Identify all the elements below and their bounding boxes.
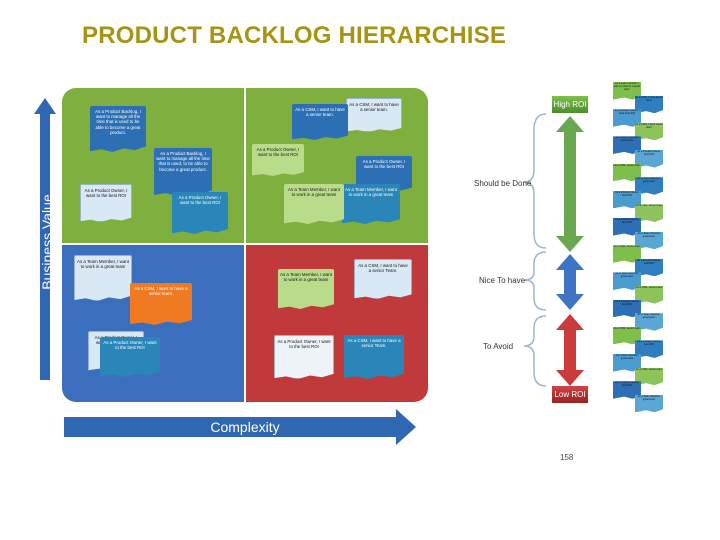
page-title: PRODUCT BACKLOG HIERARCHISE [82, 22, 507, 49]
strip-story-card: As a Team Member, great team [613, 354, 641, 372]
quadrant-top-left: As a Product Backlog, I want to manage a… [62, 88, 244, 243]
high-roi-label: High ROI [552, 96, 588, 113]
backlog-quadrant-grid: As a Product Backlog, I want to manage a… [62, 88, 428, 402]
strip-story-card: As a Product Owner, I want best ROI [613, 109, 641, 127]
nice-to-have-label: Nice To have [479, 276, 526, 285]
strip-story-card: As a CSM, senior team [613, 326, 641, 345]
story-card: As a CSM, I want to have a senior Team. [344, 335, 404, 379]
story-card: As a Team Member, I want to work in a gr… [278, 269, 334, 309]
should-be-done-label: Should be Done [474, 179, 532, 188]
strip-story-card: As a CSM, senior team [635, 204, 663, 222]
strip-story-card: As a Product Owner, best ROI [635, 258, 663, 277]
story-card: As a Product Owner, I want to the best R… [100, 337, 160, 377]
story-card: As a CSM, I want to have a senior Team. [354, 259, 412, 299]
strip-story-card: As a CSM, senior team [613, 245, 641, 263]
quadrant-top-right: As a CSM, I want to have a senior team. … [246, 88, 428, 243]
story-card: As a Product Owner, I want to the best R… [80, 184, 132, 222]
strip-story-card: As a Product Owner, best ROI [635, 340, 663, 358]
story-card: As a Team Member, I want to work in a gr… [342, 184, 400, 224]
story-card: As a Product Owner, I want to the best R… [252, 144, 304, 176]
to-avoid-label: To Avoid [483, 342, 514, 351]
x-axis-label: Complexity [210, 419, 280, 435]
complexity-axis-arrow [64, 409, 416, 445]
strip-story-card: As a CSM, I want senior team [635, 95, 663, 114]
y-axis-label: Business Value [39, 194, 55, 290]
strip-story-card: As a Team Member, great team [635, 313, 663, 331]
story-card: As a Team Member, I want to work in a gr… [284, 184, 344, 224]
low-roi-label: Low ROI [552, 386, 588, 403]
story-card: As a CSM, I want to have a senior team. [292, 104, 348, 140]
strip-story-card: As a Product Owner, best ROI [613, 381, 641, 399]
page-number: 158 [560, 453, 574, 462]
strip-story-card: As a team member, I want to work in a gr… [613, 82, 641, 100]
strip-story-card: As a Team Member, great team [613, 136, 641, 154]
business-value-axis-arrow [34, 98, 56, 380]
story-card: As a Product Backlog, I want to manage a… [154, 148, 212, 196]
story-card: As a CSM, I want to have a senior team. [346, 98, 402, 132]
quadrant-bottom-left: As a Team Member, I want to work in a gr… [62, 245, 244, 402]
strip-story-card: As a Team Member, great team [635, 231, 663, 250]
roi-arrow [556, 116, 584, 386]
strip-story-card: As a Team Member, great team [635, 177, 663, 195]
strip-story-card: As a Team Member, great team [635, 394, 663, 413]
strip-story-card: As a Product Owner, best ROI [613, 218, 641, 236]
prioritized-backlog-strip: As a team member, I want to work in a gr… [613, 82, 663, 413]
strip-story-card: As a CSM, I want senior team [635, 122, 663, 141]
strip-story-card: As a CSM, senior team [635, 286, 663, 304]
story-card: As a Product Owner, I want to the best R… [172, 192, 228, 234]
story-card: As a Product Owner, I want to the best R… [274, 335, 334, 379]
strip-story-card: As a Product Owner, best ROI [635, 150, 663, 168]
quadrant-bottom-right: As a Team Member, I want to work in a gr… [246, 245, 428, 402]
strip-story-card: As a Product Owner, best ROI [613, 299, 641, 318]
strip-story-card: As a Product Owner, best ROI [613, 190, 641, 209]
story-card: As a Product Backlog, I want to manage a… [90, 106, 146, 152]
strip-story-card: As a CSM, senior team [613, 163, 641, 182]
story-card: As a Team Member, I want to work in a gr… [74, 255, 132, 301]
priority-braces [523, 113, 547, 387]
strip-story-card: As a Team Member, great team [613, 272, 641, 290]
strip-story-card: As a CSM, senior team [635, 367, 663, 386]
story-card: As a CSM, I want to have a senior team. [130, 283, 192, 325]
